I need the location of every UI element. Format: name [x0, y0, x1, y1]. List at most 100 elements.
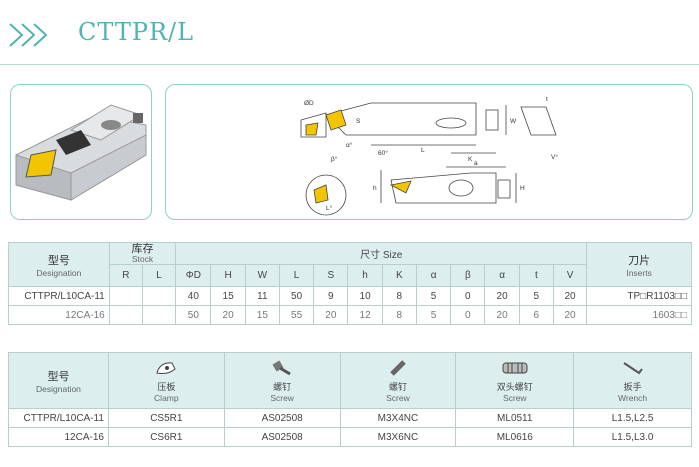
designation-header: 型号 Designation — [8, 242, 110, 287]
product-photo-panel — [10, 84, 152, 220]
size-value: 8 — [381, 305, 417, 325]
size-value: 20 — [552, 286, 588, 306]
size-col: K — [381, 264, 417, 287]
tool-holder-3d-icon — [15, 104, 147, 201]
label-beta: β° — [331, 155, 338, 163]
stock-l — [141, 286, 177, 306]
size-col: ΦD — [175, 264, 212, 287]
clamp-value: CS5R1 — [107, 408, 225, 428]
label-a: a — [474, 160, 478, 167]
size-value: 15 — [244, 305, 280, 325]
set-screw-header: 螺钉 Screw — [339, 352, 457, 409]
chevron-logo-icon — [8, 22, 58, 53]
size-value: 15 — [210, 286, 246, 306]
label-d: ØD — [304, 100, 314, 107]
screw-header: 螺钉 Screw — [223, 352, 341, 409]
size-value: 20 — [484, 305, 520, 325]
label-k: K — [468, 156, 473, 163]
label-s: S — [356, 118, 361, 125]
page-title: CTTPR/L — [78, 18, 195, 46]
table-row: 12CA-16 50 20 15 55 20 12 8 5 0 20 6 20 … — [8, 305, 692, 325]
label-v: V° — [551, 153, 558, 161]
size-value: 0 — [450, 305, 486, 325]
label-alpha: α° — [346, 141, 353, 149]
clamp-header: 压板 Clamp — [107, 352, 225, 409]
size-value: 50 — [175, 305, 212, 325]
screw-icon — [272, 360, 291, 375]
label-l1: L° — [326, 204, 333, 212]
size-value: 9 — [313, 286, 349, 306]
clamp-icon — [156, 361, 176, 374]
size-col: S — [313, 264, 349, 287]
size-value: 5 — [415, 286, 452, 306]
size-col: V — [552, 264, 588, 287]
size-col: α — [415, 264, 452, 287]
stock-header: 库存 Stock — [108, 242, 177, 265]
size-col: L — [278, 264, 315, 287]
dimension-drawing: ØD S W K L a h H t V° 60° α° β° L° — [300, 96, 558, 216]
wrench-value: L1.5,L3.0 — [573, 427, 692, 447]
size-value: 0 — [450, 286, 486, 306]
row-designation: CTTPR/L10CA-11 — [8, 286, 110, 306]
label-h: h — [373, 185, 377, 192]
row-designation: CTTPR/L10CA-11 — [8, 408, 109, 428]
size-col: α — [484, 264, 520, 287]
size-value: 20 — [484, 286, 520, 306]
size-col: h — [347, 264, 383, 287]
table-row: CTTPR/L10CA-11 CS5R1 AS02508 M3X4NC ML05… — [8, 408, 692, 428]
size-value: 20 — [210, 305, 246, 325]
inserts-header: 刀片 Inserts — [586, 242, 692, 287]
size-col: W — [244, 264, 280, 287]
label-H: H — [520, 185, 525, 192]
size-value: 5 — [518, 286, 554, 306]
size-value: 6 — [518, 305, 554, 325]
double-screw-value: ML0511 — [455, 408, 575, 428]
double-screw-value: ML0616 — [455, 427, 575, 447]
label-t: t — [546, 96, 548, 103]
wrench-header: 扳手 Wrench — [573, 352, 692, 409]
size-value: 40 — [175, 286, 212, 306]
table-row: CTTPR/L10CA-11 40 15 11 50 9 10 8 5 0 20… — [8, 286, 692, 306]
technical-drawing-panel: ØD S W K L a h H t V° 60° α° β° L° — [165, 84, 693, 220]
row-designation: 12CA-16 — [8, 305, 110, 325]
wrench-value: L1.5,L2.5 — [573, 408, 692, 428]
wrench-icon — [623, 361, 643, 374]
size-header: 尺寸 Size — [175, 242, 588, 265]
stock-r — [108, 286, 143, 306]
size-value: 20 — [313, 305, 349, 325]
insert-value: TP□R1103□□ — [586, 286, 692, 306]
label-w: W — [510, 118, 517, 125]
size-value: 11 — [244, 286, 280, 306]
title-divider — [0, 64, 699, 65]
size-value: 55 — [278, 305, 315, 325]
parts-table: 型号 Designation 压板 Clamp 螺钉 Screw 螺钉 Scre… — [8, 352, 692, 447]
size-value: 8 — [381, 286, 417, 306]
stock-col-r: R — [108, 264, 143, 287]
spec-table: 型号 Designation 库存 Stock 尺寸 Size 刀片 Inser… — [8, 242, 692, 325]
size-value: 50 — [278, 286, 315, 306]
size-col: t — [518, 264, 554, 287]
screw-value: AS02508 — [223, 427, 341, 447]
double-screw-header: 双头螺钉 Screw — [455, 352, 575, 409]
designation-header: 型号 Designation — [8, 352, 109, 409]
table-row: 12CA-16 CS6R1 AS02508 M3X6NC ML0616 L1.5… — [8, 427, 692, 447]
label-l: L — [421, 147, 425, 154]
size-col: H — [210, 264, 246, 287]
size-value: 10 — [347, 286, 383, 306]
set-screw-value: M3X4NC — [339, 408, 457, 428]
size-value: 20 — [552, 305, 588, 325]
stock-l — [141, 305, 177, 325]
clamp-value: CS6R1 — [107, 427, 225, 447]
size-value: 12 — [347, 305, 383, 325]
set-screw-value: M3X6NC — [339, 427, 457, 447]
size-value: 5 — [415, 305, 452, 325]
label-60: 60° — [378, 149, 388, 157]
stock-col-l: L — [141, 264, 177, 287]
double-screw-icon — [502, 362, 528, 373]
stock-r — [108, 305, 143, 325]
screw-value: AS02508 — [223, 408, 341, 428]
row-designation: 12CA-16 — [8, 427, 109, 447]
size-col: β — [450, 264, 486, 287]
set-screw-icon — [390, 359, 406, 376]
insert-value: 1603□□ — [586, 305, 692, 325]
